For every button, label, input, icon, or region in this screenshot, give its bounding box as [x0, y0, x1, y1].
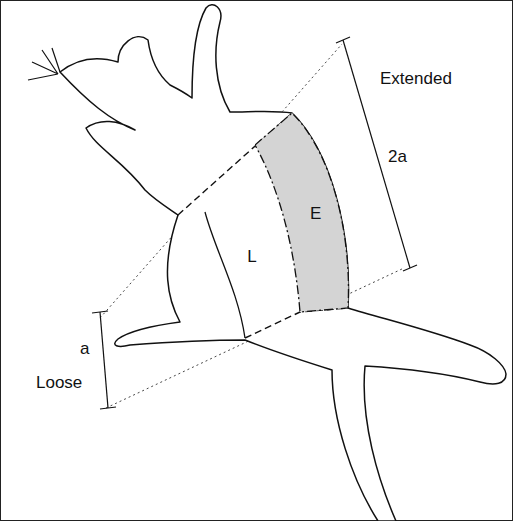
region-label: E	[310, 205, 321, 224]
dimension-tick	[92, 311, 108, 313]
whiskers	[28, 48, 60, 80]
dimension-value: 2a	[388, 148, 407, 167]
hip-boundary	[245, 308, 348, 338]
dimension-value: a	[80, 340, 89, 359]
region-label: L	[247, 248, 256, 267]
dimension-line	[100, 312, 108, 408]
mouse-outline	[60, 5, 506, 521]
dimension-caption: Extended	[380, 70, 452, 89]
dimension-tick	[403, 265, 417, 271]
shaded-band	[255, 113, 348, 312]
shaded-band	[255, 112, 355, 314]
dimension-tick	[336, 37, 350, 43]
dimension-tick	[100, 407, 116, 409]
dimension-caption: Loose	[36, 374, 82, 393]
extended-region: E	[255, 112, 355, 314]
belly-line	[205, 212, 245, 338]
loose-region: L	[232, 240, 272, 274]
